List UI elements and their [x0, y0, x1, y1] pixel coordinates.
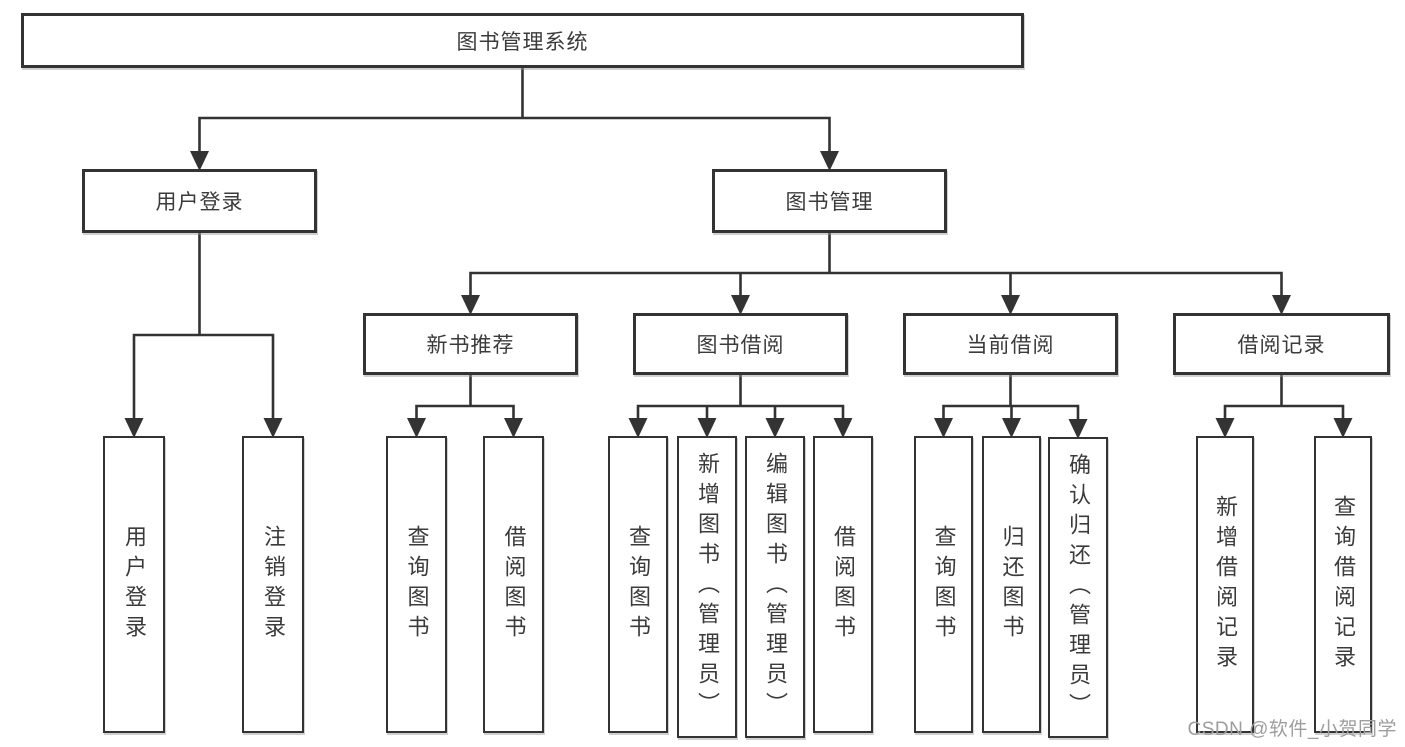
br-add-record-label: 新增借阅记录 — [1213, 494, 1238, 675]
logout-label: 注销登录 — [261, 524, 286, 645]
arrowhead-to-new-book-rec — [461, 295, 480, 315]
edge-path-root — [198, 66, 831, 157]
arrowhead-to-rec-query-book — [407, 418, 426, 438]
br-query-record-box: 查询借阅记录 — [1314, 436, 1372, 733]
book-borrow-label: 图书借阅 — [696, 334, 785, 357]
rec-borrow-book-label: 借阅图书 — [501, 524, 527, 645]
edge-book-borrow — [628, 373, 853, 438]
bb-add-book-label: 新增图书（管理员） — [695, 452, 720, 722]
edge-path-user-login — [132, 231, 275, 424]
arrowhead-to-rec-borrow-book — [504, 418, 523, 438]
new-book-rec-box: 新书推荐 — [363, 313, 578, 375]
new-book-rec-label: 新书推荐 — [426, 334, 515, 357]
arrowhead-to-book-borrow — [731, 295, 750, 315]
current-borrow-label: 当前借阅 — [966, 334, 1055, 357]
arrowhead-to-logout — [263, 418, 283, 438]
arrowhead-to-current-borrow — [1001, 295, 1020, 315]
bb-borrow-book-box: 借阅图书 — [813, 436, 873, 733]
edge-borrow-record — [1215, 373, 1353, 438]
user-login-box: 用户登录 — [82, 169, 317, 233]
arrowhead-to-user-login — [190, 151, 209, 171]
cb-confirm-label: 确认归还（管理员） — [1066, 452, 1091, 723]
logout-box: 注销登录 — [242, 436, 304, 733]
cb-return-book-box: 归还图书 — [982, 436, 1041, 733]
edge-user-login — [124, 231, 283, 438]
login-box: 用户登录 — [103, 436, 165, 733]
edge-book-mgmt — [461, 231, 1291, 315]
arrowhead-to-bb-add-book — [697, 418, 717, 438]
rec-query-book-box: 查询图书 — [386, 436, 447, 733]
bb-edit-book-label: 编辑图书（管理员） — [763, 452, 788, 722]
edge-path-current-borrow — [942, 373, 1080, 425]
edge-path-borrow-record — [1223, 373, 1345, 424]
edge-root — [190, 66, 839, 171]
user-login-label: 用户登录 — [155, 191, 244, 214]
arrowhead-to-borrow-record — [1272, 295, 1291, 315]
cb-query-book-box: 查询图书 — [914, 436, 973, 733]
cb-query-book-label: 查询图书 — [931, 524, 957, 645]
root-box: 图书管理系统 — [21, 13, 1024, 68]
arrowhead-to-br-add-record — [1215, 418, 1235, 438]
watermark-text: CSDN @软件_小贺同学 — [1187, 719, 1397, 740]
arrowhead-to-cb-confirm — [1068, 419, 1088, 439]
arrowhead-to-bb-edit-book — [765, 418, 785, 438]
edge-path-book-borrow — [636, 373, 845, 424]
borrow-record-box: 借阅记录 — [1173, 313, 1390, 375]
bb-borrow-book-label: 借阅图书 — [831, 524, 856, 645]
bb-edit-book-box: 编辑图书（管理员） — [745, 436, 805, 738]
arrowhead-to-book-mgmt — [820, 151, 839, 171]
book-mgmt-label: 图书管理 — [785, 191, 874, 214]
root-label: 图书管理系统 — [456, 30, 589, 54]
edge-path-book-mgmt — [469, 231, 1283, 301]
book-mgmt-box: 图书管理 — [712, 169, 947, 233]
edge-new-book-rec — [407, 373, 523, 438]
edge-path-new-book-rec — [415, 373, 515, 424]
rec-borrow-book-box: 借阅图书 — [483, 436, 544, 733]
arrowhead-to-cb-return-book — [1002, 418, 1021, 438]
book-borrow-box: 图书借阅 — [633, 313, 848, 375]
bb-query-book-box: 查询图书 — [608, 436, 668, 733]
arrowhead-to-cb-query-book — [934, 418, 953, 438]
br-add-record-box: 新增借阅记录 — [1196, 436, 1254, 733]
login-label: 用户登录 — [122, 524, 147, 645]
current-borrow-box: 当前借阅 — [903, 313, 1118, 375]
arrowhead-to-login — [124, 418, 144, 438]
rec-query-book-label: 查询图书 — [404, 524, 430, 645]
br-query-record-label: 查询借阅记录 — [1331, 494, 1356, 675]
bb-add-book-box: 新增图书（管理员） — [677, 436, 737, 738]
edge-current-borrow — [934, 373, 1088, 439]
arrowhead-to-br-query-record — [1333, 418, 1353, 438]
cb-return-book-label: 归还图书 — [999, 524, 1025, 645]
bb-query-book-label: 查询图书 — [626, 524, 651, 645]
cb-confirm-box: 确认归还（管理员） — [1048, 437, 1108, 738]
arrowhead-to-bb-query-book — [628, 418, 648, 438]
arrowhead-to-bb-borrow-book — [833, 418, 853, 438]
borrow-record-label: 借阅记录 — [1237, 334, 1326, 357]
